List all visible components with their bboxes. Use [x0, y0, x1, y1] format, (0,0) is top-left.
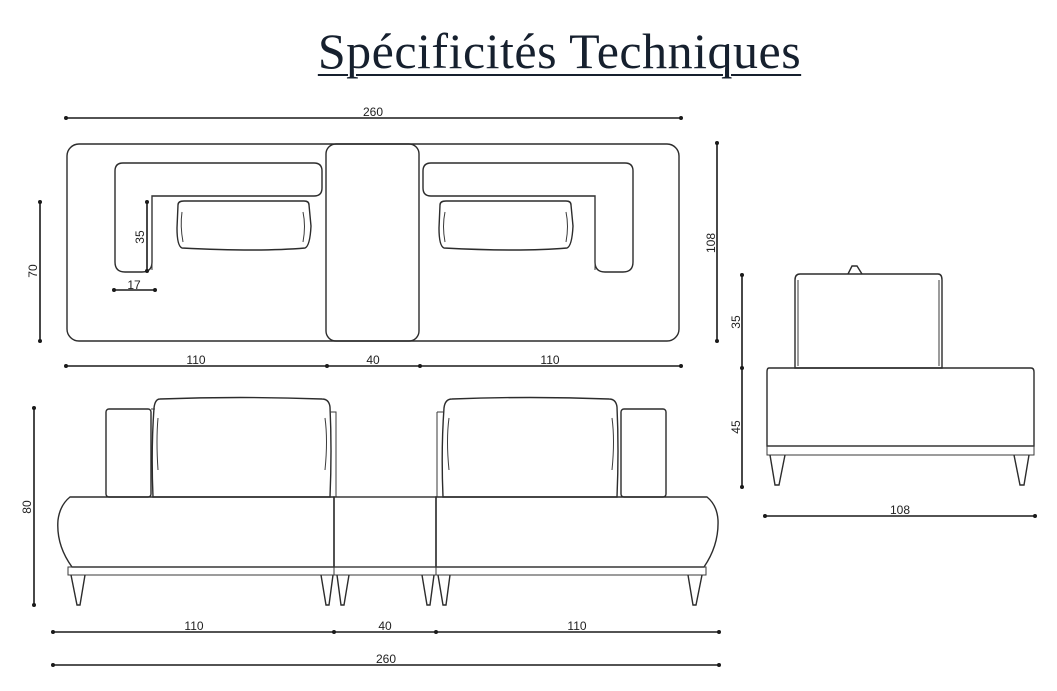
dim-side-back-height: 35: [729, 315, 743, 329]
dim-arm-depth: 35: [133, 230, 147, 244]
dim-top-width: 260: [363, 105, 383, 119]
dim-top-seg-right: 110: [540, 353, 559, 367]
front-view: 80 110 40 110 260: [20, 396, 721, 667]
dim-side-seat-height: 45: [729, 420, 743, 434]
dim-front-height: 80: [20, 500, 34, 514]
dim-side-depth: 108: [890, 503, 910, 517]
top-view: 260 108 70 35 17 110 40 110: [26, 105, 719, 368]
dim-front-seg-right: 110: [567, 619, 586, 633]
dim-front-seg-left: 110: [184, 619, 203, 633]
side-view: 35 45 108: [729, 265, 1037, 518]
dim-front-width: 260: [376, 652, 396, 666]
dim-top-seg-middle: 40: [366, 353, 380, 367]
dim-arm-width: 17: [127, 278, 141, 292]
dim-top-seg-left: 110: [186, 353, 205, 367]
dim-front-seg-middle: 40: [378, 619, 392, 633]
dim-top-depth: 108: [704, 233, 718, 253]
page-title: Spécificités Techniques: [317, 23, 802, 79]
dim-seat-depth: 70: [26, 264, 40, 278]
